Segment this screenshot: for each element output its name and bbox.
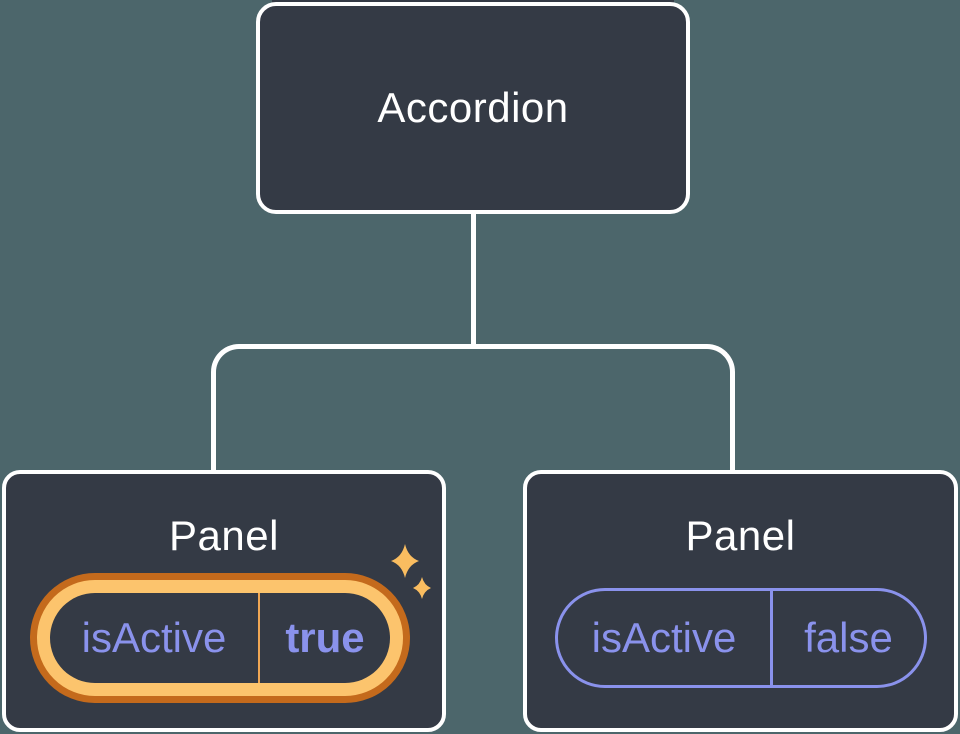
- panel-node-label: Panel: [685, 512, 796, 559]
- pill-divider: [258, 593, 260, 683]
- prop-value: true: [285, 614, 365, 661]
- connector-trunk-line: [471, 212, 476, 346]
- prop-name: isActive: [81, 614, 227, 661]
- connector-branch-lines: [211, 344, 735, 470]
- prop-pill-inactive: isActive false: [555, 588, 927, 688]
- panel-node-label: Panel: [169, 512, 279, 559]
- prop-pill-highlight-ring: isActive true: [30, 573, 410, 703]
- panel-node-active: Panel isActive true: [2, 470, 446, 732]
- accordion-node: Accordion: [256, 2, 690, 214]
- accordion-node-label: Accordion: [377, 84, 569, 131]
- sparkle-icon: [391, 544, 431, 599]
- prop-value: false: [804, 614, 893, 661]
- panel-node-inactive: Panel isActive false: [523, 470, 958, 732]
- prop-pill-active: isActive true: [50, 593, 390, 683]
- pill-divider: [770, 591, 773, 685]
- prop-name: isActive: [591, 614, 737, 661]
